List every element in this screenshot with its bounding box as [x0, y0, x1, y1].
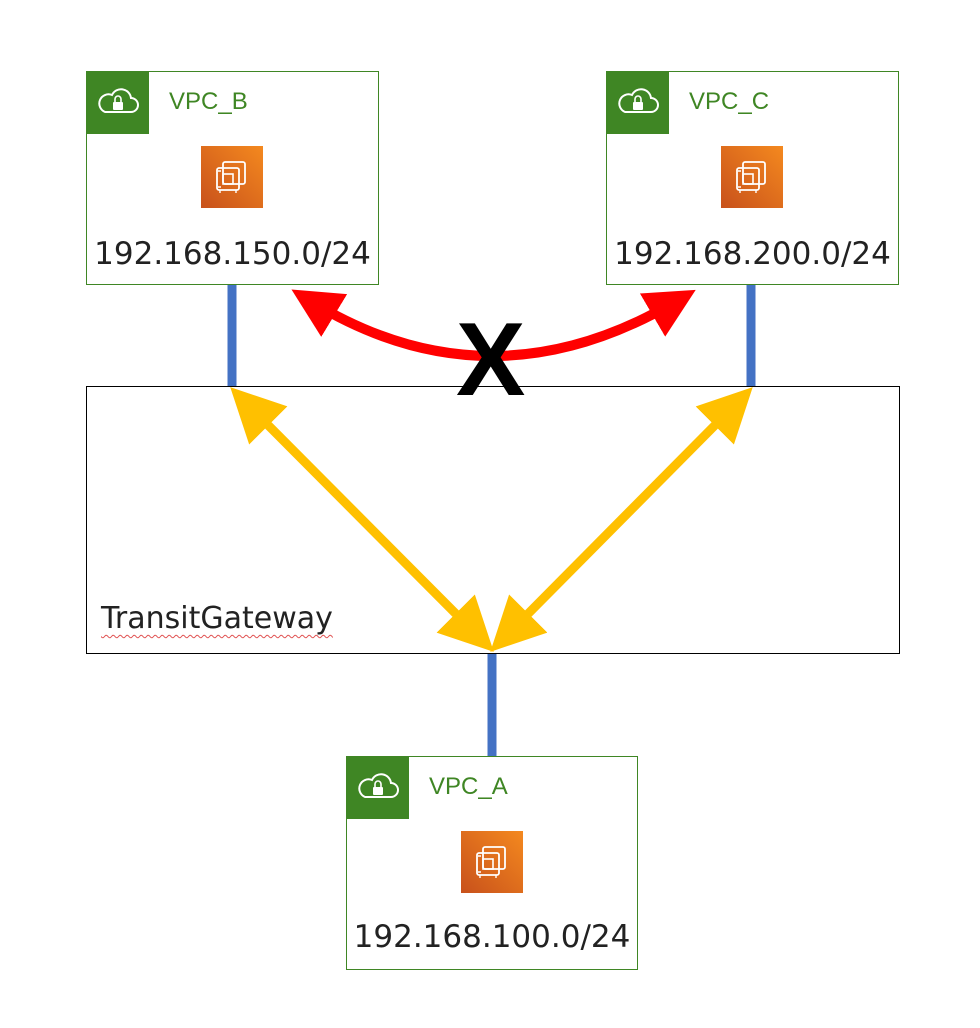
route-b-to-c-blocked-arrow: [291, 289, 696, 361]
vpc-c-badge: [607, 72, 669, 134]
transit-gateway-label: TransitGateway: [101, 601, 333, 636]
vpc-c-box: VPC_C 192.168.200.0/24: [606, 71, 899, 285]
ec2-instance-icon: [721, 146, 783, 208]
route-c-to-a-arrow: [490, 387, 753, 652]
vpc-a-name: VPC_A: [429, 773, 508, 800]
blocked-route-x-mark: X: [456, 302, 526, 418]
vpc-c-cidr: 192.168.200.0/24: [614, 236, 891, 272]
transit-gateway-box: TransitGateway: [86, 386, 900, 654]
vpc-b-name: VPC_B: [169, 88, 248, 115]
route-b-to-a-arrow: [230, 387, 494, 652]
cloud-lock-icon: [358, 773, 399, 798]
ec2-instance-icon: [201, 146, 263, 208]
cloud-lock-icon: [98, 88, 139, 113]
vpc-a-cidr: 192.168.100.0/24: [353, 919, 631, 955]
ec2-instance-icon: [461, 831, 523, 893]
vpc-a-box: VPC_A 192.168.100.0/24: [346, 756, 638, 970]
vpc-c-name: VPC_C: [689, 88, 770, 115]
vpc-b-badge: [87, 72, 149, 134]
cloud-lock-icon: [618, 88, 659, 113]
vpc-a-badge: [347, 757, 409, 819]
vpc-b-cidr: 192.168.150.0/24: [94, 236, 371, 272]
vpc-b-box: VPC_B 192.168.150.0/24: [86, 71, 379, 285]
